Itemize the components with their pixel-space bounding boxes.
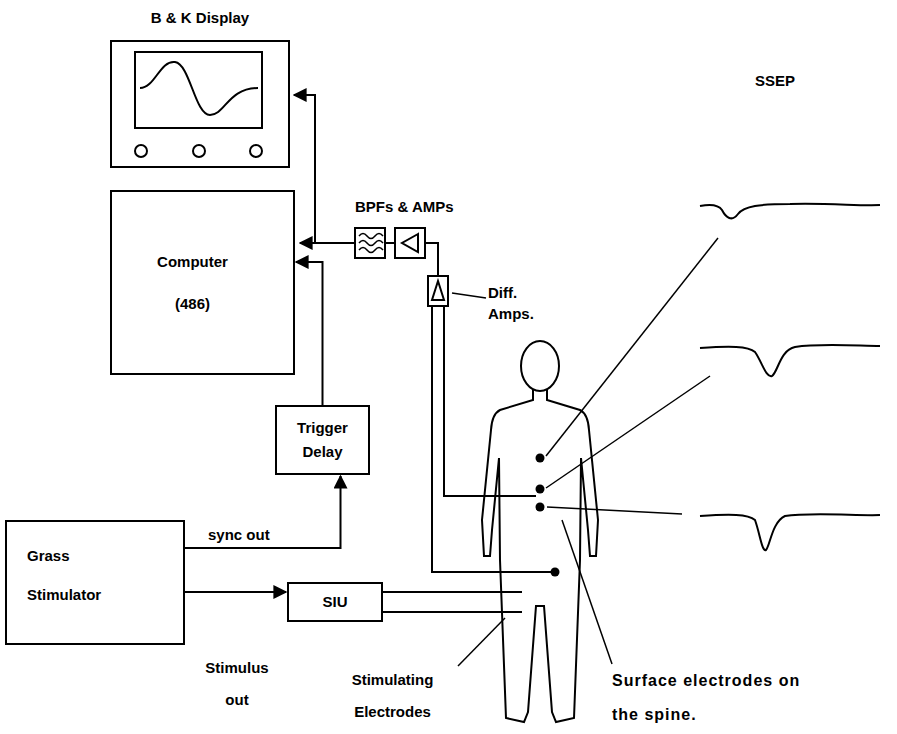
leader-line [547, 507, 682, 514]
computer-box: Computer (486) [110, 190, 295, 375]
leader-line [546, 238, 718, 456]
signal-wire [294, 95, 315, 243]
bandpass-filter [355, 228, 385, 258]
diff-amplifier [428, 276, 448, 306]
knob [193, 145, 205, 157]
screen-trace [140, 62, 258, 115]
knob [250, 145, 262, 157]
signal-connector [185, 476, 341, 548]
stimulator-box: Grass Stimulator [5, 520, 185, 645]
trigger-delay-box: Trigger Delay [275, 405, 370, 475]
surface-electrode [536, 503, 545, 512]
head [521, 341, 559, 391]
surface-electrode [551, 568, 560, 577]
signal-wire [300, 242, 355, 244]
leader-line [562, 520, 612, 664]
leader-line [452, 293, 486, 298]
body-outline [482, 390, 598, 722]
part-label: Stimulating Electrodes [330, 664, 455, 727]
component-label: Diff. Amps. [488, 282, 548, 324]
surface-electrode [536, 485, 545, 494]
group-label: BPFs & AMPs [355, 198, 454, 216]
siu-box: SIU [287, 582, 383, 622]
node-text: B & K Display [112, 9, 288, 27]
signal-connector [296, 262, 323, 405]
signal-wire [425, 243, 438, 276]
leader-line [458, 618, 505, 666]
ssep-trace [700, 514, 880, 550]
filter-symbol [359, 234, 383, 253]
edge-label: Stimulus out [198, 652, 276, 715]
ssep-trace [700, 204, 880, 219]
screen [135, 52, 262, 128]
node-text: Grass Stimulator [27, 536, 127, 614]
knob [135, 145, 147, 157]
amplifier [395, 228, 425, 258]
ssep-label: SSEP [755, 72, 795, 90]
node-text: Trigger Delay [287, 416, 359, 464]
edge-label: sync out [208, 526, 270, 544]
electrode-lead [444, 306, 536, 496]
leader-line [546, 376, 710, 488]
surface-electrode [536, 454, 545, 463]
part-label: Surface electrodes on the spine. [612, 664, 827, 731]
display-box: B & K Display [110, 40, 290, 168]
diff-amplifier-symbol [432, 281, 444, 300]
amplifier-symbol [402, 234, 418, 252]
node-text: Computer (486) [147, 241, 239, 325]
ssep-trace [700, 345, 880, 376]
node-text: SIU [322, 593, 347, 611]
signal-connector [185, 591, 286, 593]
